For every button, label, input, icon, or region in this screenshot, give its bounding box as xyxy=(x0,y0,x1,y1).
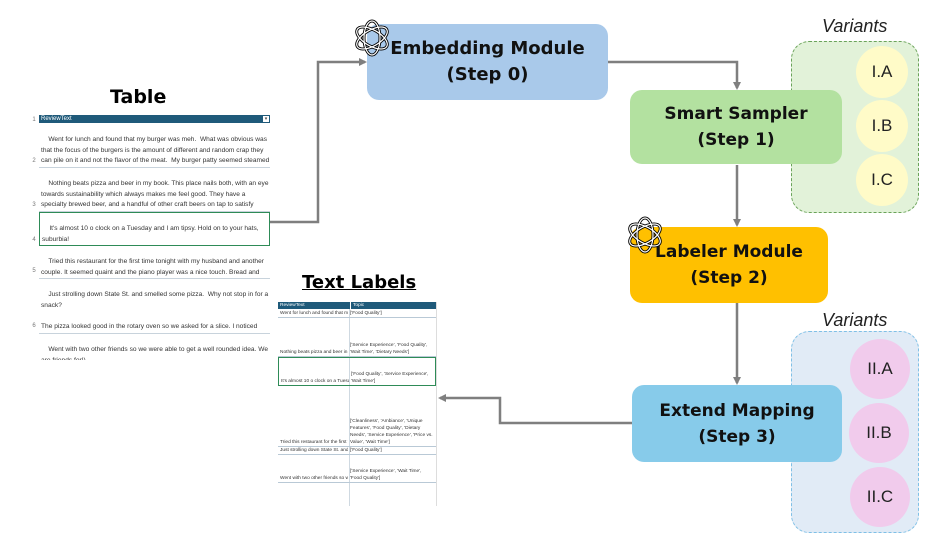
row-number: 1 xyxy=(32,117,36,123)
step-title: Labeler Module xyxy=(655,242,803,262)
table-row: Nothing beats pizza and beer in my bo['S… xyxy=(278,318,436,357)
review-cell: It's almost 10 o clock on a Tuesday and xyxy=(281,379,349,384)
row-number: 3 xyxy=(32,202,36,208)
step-title: Embedding Module xyxy=(390,38,585,59)
row-number: 4 xyxy=(32,237,36,243)
review-cell: Went with two other friends so we were a… xyxy=(41,345,268,360)
embedding-module-step: Embedding Module (Step 0) xyxy=(367,24,608,100)
column-header-reviewtext: ReviewText xyxy=(278,302,351,309)
table-row: Went for lunch and found that my burg['F… xyxy=(278,309,436,318)
topic-cell: ['Food Quality'] xyxy=(350,311,382,316)
table-row-selected: It's almost 10 o clock on a Tuesday and[… xyxy=(278,357,436,386)
topic-cell: ['Service Experience', 'Food Quality', '… xyxy=(350,343,428,355)
review-cell: Nothing beats pizza and beer in my book.… xyxy=(41,179,269,209)
step-subtitle: (Step 0) xyxy=(446,64,529,85)
variant-II-A: II.A xyxy=(850,339,910,399)
variant-I-C: I.C xyxy=(856,154,908,206)
table-row-selected: It's almost 10 o clock on a Tuesday and … xyxy=(39,212,270,246)
table-row: Just strolling down State St. and smell[… xyxy=(278,447,436,455)
review-cell: It's almost 10 o clock on a Tuesday and … xyxy=(42,224,259,243)
openai-logo-icon xyxy=(355,19,389,57)
table-row: Went with two other friends so we wer['S… xyxy=(278,455,436,483)
review-table-header: ReviewText ▾ xyxy=(39,115,270,123)
variants-label-1: Variants xyxy=(822,16,888,36)
review-cell: Went for lunch and found that my burger … xyxy=(41,135,270,165)
review-cell: Just strolling down State St. and smelle… xyxy=(41,290,269,331)
table-row: Went with two other friends so we were a… xyxy=(39,334,270,360)
filter-dropdown-icon[interactable]: ▾ xyxy=(263,116,269,122)
step-title: Smart Sampler xyxy=(664,104,808,124)
step-subtitle: (Step 3) xyxy=(698,426,776,447)
text-labels-sheet: ReviewText Topic Went for lunch and foun… xyxy=(278,302,437,506)
review-cell: Nothing beats pizza and beer in my bo xyxy=(280,350,348,355)
review-cell: Tried this restaurant for the first time… xyxy=(280,440,348,445)
openai-logo-icon xyxy=(628,216,662,254)
arrow-table-to-embedding xyxy=(270,58,367,224)
variant-II-B: II.B xyxy=(849,403,909,463)
topic-cell: ['Food Quality'] xyxy=(350,448,382,453)
table-title: Table xyxy=(104,86,173,108)
row-number: 5 xyxy=(32,268,36,274)
arrow-extend-to-labels xyxy=(438,394,632,425)
table-row: Nothing beats pizza and beer in my book.… xyxy=(39,168,270,212)
variant-I-A: I.A xyxy=(856,46,908,98)
review-cell: Went with two other friends so we wer xyxy=(280,476,348,481)
table-row: Just strolling down State St. and smelle… xyxy=(39,279,270,334)
variant-II-C: II.C xyxy=(850,467,910,527)
column-header-topic: Topic xyxy=(353,303,365,308)
step-subtitle: (Step 1) xyxy=(697,130,775,150)
review-cell: Went for lunch and found that my burg xyxy=(280,311,348,316)
labels-header: ReviewText Topic xyxy=(278,302,436,309)
arrow-embedding-to-sampler xyxy=(608,60,741,90)
review-cell: Tried this restaurant for the first time… xyxy=(41,257,264,276)
review-table-sheet: ReviewText ▾ 1 Went for lunch and found … xyxy=(30,115,270,361)
column-header-reviewtext: ReviewText xyxy=(41,116,72,122)
table-row: Tried this restaurant for the first time… xyxy=(39,246,270,279)
step-subtitle: (Step 2) xyxy=(690,268,768,288)
labeler-module-step: Labeler Module (Step 2) xyxy=(630,227,828,303)
table-row: Tried this restaurant for the first time… xyxy=(278,386,436,447)
topic-cell: ['Food Quality', 'Service Experience', '… xyxy=(351,372,429,384)
extend-mapping-step: Extend Mapping (Step 3) xyxy=(632,385,842,462)
smart-sampler-step: Smart Sampler (Step 1) xyxy=(630,90,842,164)
variants-label-2: Variants xyxy=(822,310,888,330)
text-labels-title: Text Labels xyxy=(300,272,419,293)
row-number: 2 xyxy=(32,158,36,164)
step-title: Extend Mapping xyxy=(659,400,815,421)
variant-I-B: I.B xyxy=(856,100,908,152)
review-cell: Just strolling down State St. and smell xyxy=(280,448,348,453)
topic-cell: ['Service Experience', 'Wait Time', 'Foo… xyxy=(350,469,422,481)
row-number: 6 xyxy=(32,323,36,329)
table-row: Went for lunch and found that my burger … xyxy=(39,124,270,168)
topic-cell: ['Cleanliness', 'Ambiance', 'Unique Feat… xyxy=(350,419,433,445)
